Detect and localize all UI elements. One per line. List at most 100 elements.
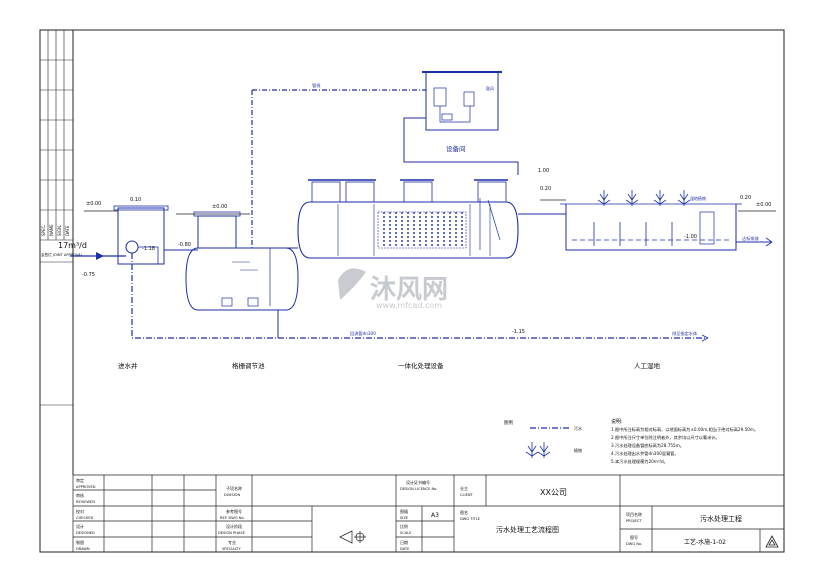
tb-project-en: PROJECT xyxy=(626,519,642,523)
equipment-room-label: 设备间 xyxy=(446,144,466,153)
note-line-4: 4.污水处理出水井管dn300混凝管。 xyxy=(611,450,679,457)
watermark-en: www.mfcad.com xyxy=(376,301,442,310)
outer-frame xyxy=(39,29,785,553)
elevation-reg-water: -0.80 xyxy=(178,242,191,248)
orientation-symbol-icon xyxy=(339,530,366,544)
tb-date-cn: 日期 xyxy=(400,539,408,545)
tb-designed-en: DESIGNED xyxy=(76,531,95,535)
label-reg-tank: 格栅调节池 xyxy=(232,361,265,370)
tb-designed-cn: 设计 xyxy=(76,523,84,529)
label-wetland: 人工湿地 xyxy=(634,361,661,370)
tb-drawn-en: DRAWN xyxy=(76,547,90,551)
watermark-logo-icon xyxy=(338,268,366,300)
tb-client-en: CLIENT xyxy=(460,493,474,497)
watermark: 沐风网 www.mfcad.com xyxy=(338,268,448,310)
legend-plant-icon xyxy=(525,442,551,458)
integrated-equipment: 1.00 0.20 xyxy=(252,168,566,259)
tb-licence-en: DESIGN LICENCE No. xyxy=(400,487,437,491)
note-line-1: 1.图中所注标高为相对标高，以地面标高为±0.00m,相当于绝对标高29.50m… xyxy=(611,426,758,433)
elevation-ground-left: ±0.00 xyxy=(86,201,101,207)
tb-size-cn: 图幅 xyxy=(400,508,408,514)
discharge-right-label: 达标排放 xyxy=(742,235,760,242)
inlet-well: ±0.00 0.10 -1.18 17m³/d -0.75 xyxy=(58,197,169,278)
legend-plant-label: 植物 xyxy=(574,447,582,453)
return-pipe: 回流管dn300 -1.15 排至指定水体 xyxy=(131,253,709,342)
tb-dwg-title-en: DWG TITLE xyxy=(460,517,481,521)
inlet-flow-label: 17m³/d xyxy=(58,241,87,250)
tb-client-cn: 业主 xyxy=(460,485,468,491)
elevation-wet-top: 0.20 xyxy=(740,195,751,201)
tb-reviewed-cn: 审核 xyxy=(76,492,84,498)
elevation-equip-top: 1.00 xyxy=(538,168,549,174)
wetland-plant-label: 湿地植物 xyxy=(690,195,706,201)
tb-licence-cn: 设计证书编号 xyxy=(406,479,430,485)
tb-size-en: SIZE xyxy=(400,516,409,520)
title-block-text: 审定 APPROVED 审核 REVIEWED 校对 CHECKED 设计 DE… xyxy=(76,477,779,551)
constructed-wetland: 湿地植物 0.20 ±0.00 -1.00 达标排放 xyxy=(560,190,773,251)
tb-client-value: XX公司 xyxy=(540,488,567,497)
tb-dwg-no-value: 工艺-水施-1-02 xyxy=(684,538,726,546)
title-block xyxy=(72,474,784,552)
tb-scale-cn: 比例 xyxy=(400,523,408,529)
tb-specialty-en: SPECIALTY xyxy=(222,547,241,551)
tb-reviewed-en: REVIEWED xyxy=(76,500,95,504)
note-line-5: 5.本污水处理规模为20m³/d。 xyxy=(611,458,668,465)
wetland-plants-icon xyxy=(593,190,691,246)
legend-pipe-label: 污水 xyxy=(574,425,582,431)
tb-date-en: DATE xyxy=(400,547,410,551)
tb-approved-cn: 审定 xyxy=(76,477,84,483)
media-module xyxy=(377,211,467,249)
tb-size-value: A3 xyxy=(431,512,439,519)
side-spec-label: SPEC. xyxy=(41,224,46,236)
legend-title: 图例 xyxy=(504,419,513,426)
elevation-return: -1.15 xyxy=(512,329,525,335)
note-line-3: 3.污水处理设备管底标高为28.755m。 xyxy=(611,442,684,449)
ground-lines xyxy=(84,199,776,215)
elevation-inlet: -0.75 xyxy=(82,272,95,278)
pipe-top-label: 管线 xyxy=(312,82,321,89)
tb-checked-en: CHECKED xyxy=(76,516,94,520)
tb-division-cn: 子项名称 xyxy=(226,485,242,491)
side-date-label: DATE xyxy=(65,225,70,236)
joint-approval-label: 会签栏 JOINT APPROVAL xyxy=(41,252,83,257)
tb-scale-en: SCALE xyxy=(400,531,412,535)
notes-block: 说明: 1.图中所注标高为相对标高，以地面标高为±0.00m,相当于绝对标高29… xyxy=(611,418,758,465)
tb-dwg-no-en: DWG No. xyxy=(626,542,642,546)
elevation-well-water: -1.18 xyxy=(142,246,155,252)
watermark-cn: 沐风网 xyxy=(370,275,448,305)
elevation-equip-out: 0.20 xyxy=(540,186,551,192)
notes-title: 说明: xyxy=(611,418,623,425)
elevation-reg-top: ±0.00 xyxy=(212,204,227,210)
return-pipe-label: 回流管dn300 xyxy=(350,330,376,337)
regulating-tank: ±0.00 -0.80 xyxy=(164,204,299,311)
air-pipe: 管线 xyxy=(251,82,519,248)
tb-division-en: DIVISION xyxy=(224,493,241,497)
tb-phase-en: DESIGN PHASE xyxy=(218,531,246,535)
side-name-label: NAME xyxy=(49,224,54,236)
label-integrated: 一体化处理设备 xyxy=(398,361,444,370)
side-sign-label: SIGN. xyxy=(57,225,62,236)
revision-triangle-icon xyxy=(765,535,779,548)
tb-dwg-no-cn: 图号 xyxy=(630,534,638,540)
tb-ref-en: REF. DWG No. xyxy=(220,516,245,520)
elevation-wet-ground: ±0.00 xyxy=(756,202,771,208)
tb-checked-cn: 校对 xyxy=(76,508,84,514)
tb-project-cn: 项目名称 xyxy=(626,511,642,517)
svg-text:鼓风: 鼓风 xyxy=(486,85,494,91)
tb-dwg-title-value: 污水处理工艺流程图 xyxy=(496,525,559,534)
equipment-room: 鼓风 设备间 xyxy=(422,71,502,153)
elevation-wet-water: -1.00 xyxy=(684,234,697,240)
unit-labels: 进水井 格栅调节池 一体化处理设备 人工湿地 xyxy=(118,361,661,370)
note-line-2: 2.图中所注尺寸单位除注明者外，其余均以尺寸以毫米计。 xyxy=(611,434,720,441)
tb-phase-cn: 设计阶段 xyxy=(226,523,242,529)
legend: 图例 污水 植物 xyxy=(504,419,582,458)
tb-drawn-cn: 制图 xyxy=(76,539,84,545)
label-inlet-well: 进水井 xyxy=(118,361,138,370)
tb-ref-cn: 参考图号 xyxy=(226,508,242,514)
tb-specialty-cn: 专业 xyxy=(228,539,236,545)
discharge-bottom-label: 排至指定水体 xyxy=(672,330,698,337)
elevation-well-top: 0.10 xyxy=(130,197,141,203)
tb-project-value: 污水处理工程 xyxy=(700,514,742,523)
